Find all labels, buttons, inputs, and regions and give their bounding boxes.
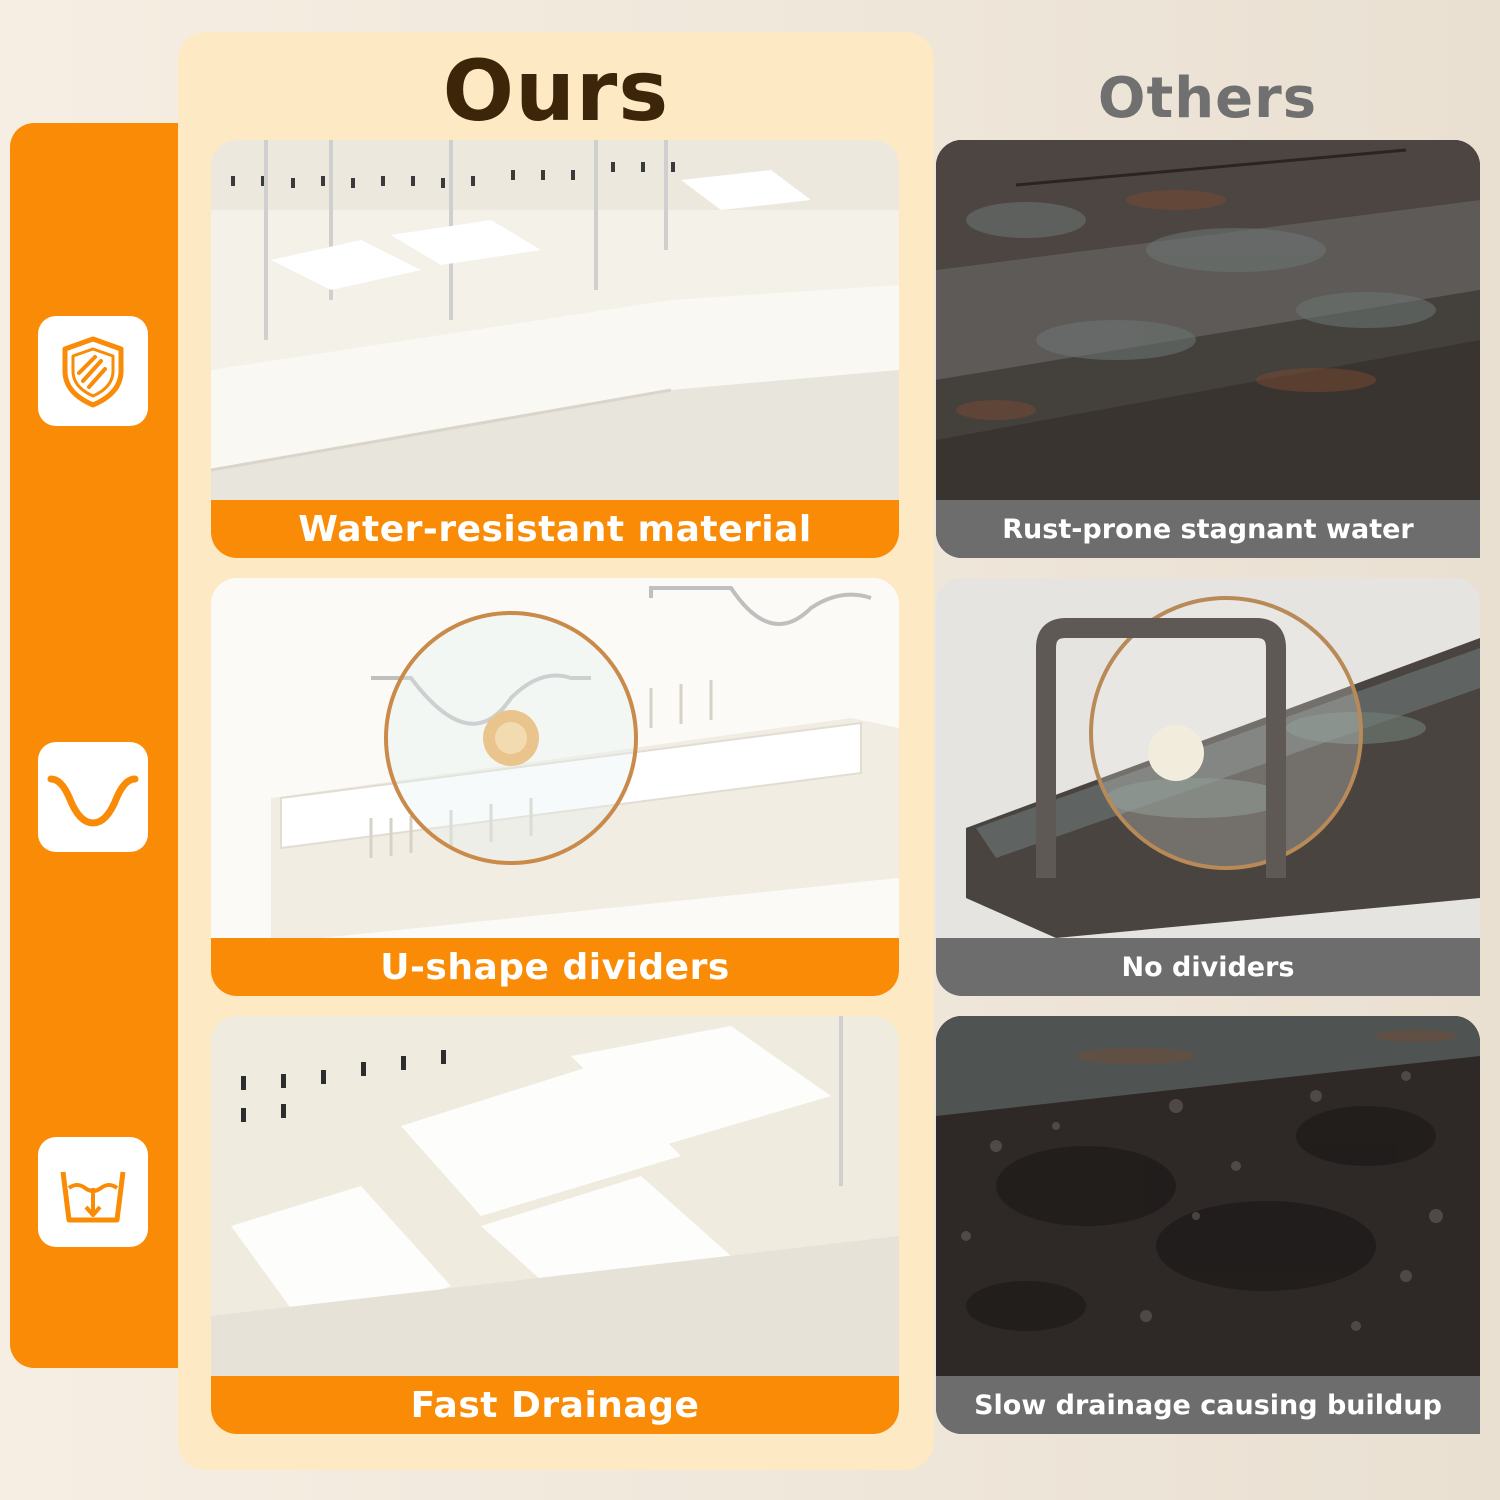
drain-basin-icon [38, 1137, 148, 1247]
others-caption-slow-drainage: Slow drainage causing buildup [936, 1376, 1480, 1434]
others-heading: Others [1097, 66, 1318, 131]
ours-drain-photo [211, 1016, 899, 1376]
ours-heading: Ours [442, 42, 670, 140]
others-rust-photo [936, 140, 1480, 500]
ours-caption-fast-drainage: Fast Drainage [211, 1376, 899, 1434]
ours-card-u-shape: U-shape dividers [211, 578, 899, 996]
others-nodivider-photo [936, 578, 1480, 938]
shield-icon [38, 316, 148, 426]
ours-divider-photo [211, 578, 899, 938]
others-card-rust: Rust-prone stagnant water [936, 140, 1480, 558]
ours-caption-water-resistant: Water-resistant material [211, 500, 899, 558]
ours-card-water-resistant: Water-resistant material [211, 140, 899, 558]
u-shape-icon [38, 742, 148, 852]
others-card-slow-drainage: Slow drainage causing buildup [936, 1016, 1480, 1434]
others-caption-rust: Rust-prone stagnant water [936, 500, 1480, 558]
others-card-no-dividers: No dividers [936, 578, 1480, 996]
others-caption-no-dividers: No dividers [936, 938, 1480, 996]
ours-rack-photo [211, 140, 899, 500]
others-water-photo [936, 1016, 1480, 1376]
ours-caption-u-shape: U-shape dividers [211, 938, 899, 996]
ours-card-fast-drainage: Fast Drainage [211, 1016, 899, 1434]
